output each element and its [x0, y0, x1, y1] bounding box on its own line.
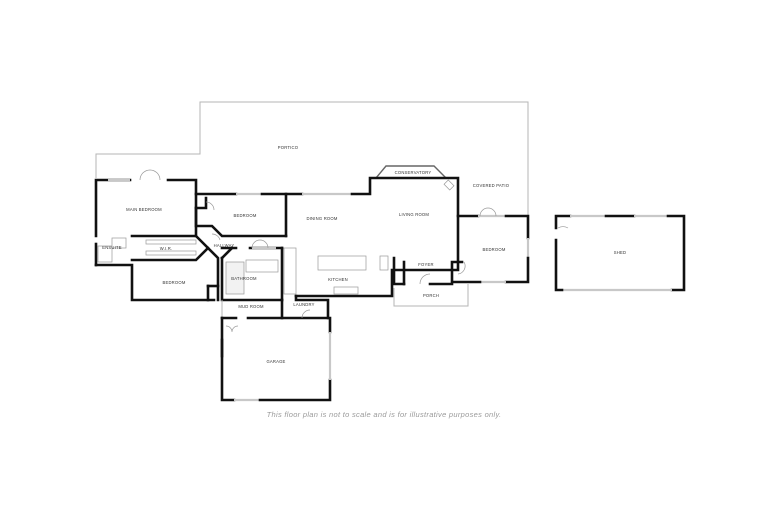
- walls: [94, 176, 530, 402]
- room-label-bathroom: BATHROOM: [231, 276, 257, 281]
- room-label-wir: W.I.R.: [160, 246, 173, 251]
- outdoor-outlines: [95, 101, 529, 307]
- room-label-living-room: LIVING ROOM: [399, 212, 429, 217]
- fixtures: [97, 237, 389, 295]
- room-label-main-bedroom: MAIN BEDROOM: [126, 207, 162, 212]
- room-label-shed: SHED: [614, 250, 626, 255]
- room-label-hallway: HALLWAY: [214, 243, 235, 248]
- shed: [554, 214, 686, 292]
- room-label-garage: GARAGE: [266, 359, 285, 364]
- room-label-dining-room: DINING ROOM: [306, 216, 337, 221]
- room-labels: PORTICO MAIN BEDROOM BEDROOM DINING ROOM…: [102, 145, 626, 364]
- room-label-kitchen: KITCHEN: [328, 277, 348, 282]
- room-label-portico: PORTICO: [278, 145, 299, 150]
- disclaimer-note: This floor plan is not to scale and is f…: [266, 410, 502, 419]
- room-label-conservatory: CONSERVATORY: [395, 170, 432, 175]
- room-label-covered-patio: COVERED PATIO: [473, 183, 510, 188]
- conservatory-bay: [375, 165, 455, 191]
- room-label-bedroom-left: BEDROOM: [162, 280, 185, 285]
- room-label-bedroom-right: BEDROOM: [482, 247, 505, 252]
- room-label-laundry: LAUNDRY: [293, 302, 314, 307]
- room-label-porch: PORCH: [423, 293, 439, 298]
- doors: [139, 169, 569, 333]
- room-label-mud-room: MUD ROOM: [238, 304, 264, 309]
- room-label-foyer: FOYER: [418, 262, 433, 267]
- room-label-bedroom: BEDROOM: [233, 213, 256, 218]
- room-label-ensuite: ENSUITE: [102, 245, 122, 250]
